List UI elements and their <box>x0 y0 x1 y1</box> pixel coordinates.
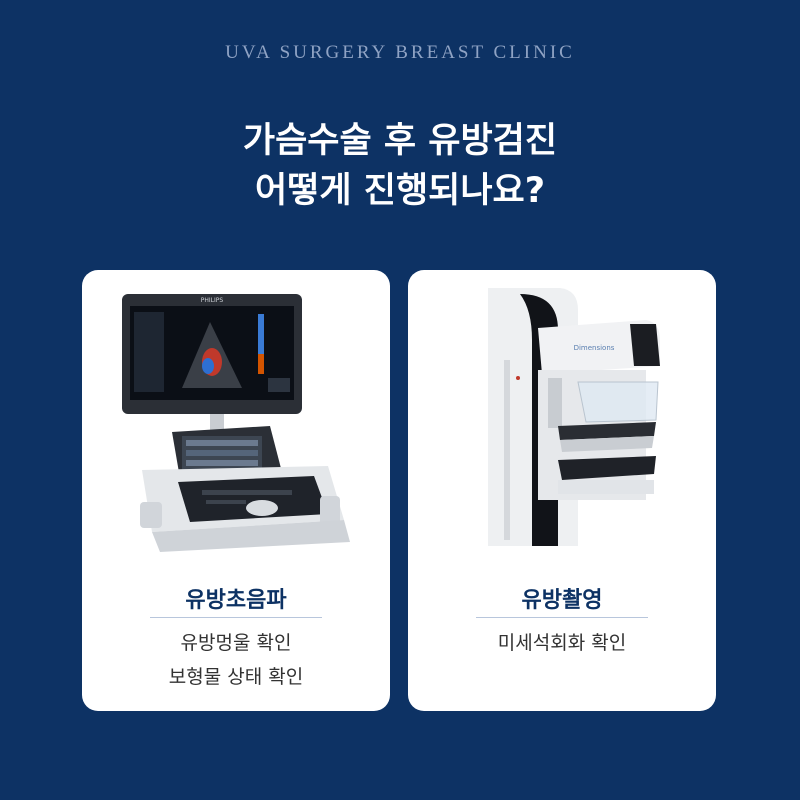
device-brand-label: Dimensions <box>574 344 615 352</box>
card-title: 유방초음파 <box>185 588 287 613</box>
card-description: 미세석회화 확인 <box>408 626 716 660</box>
desc-line: 미세석회화 확인 <box>497 632 627 654</box>
desc-line: 보형물 상태 확인 <box>168 666 304 688</box>
device-brand-label: PHILIPS <box>201 297 224 304</box>
desc-line: 유방멍울 확인 <box>180 632 292 654</box>
title-line-2: 어떻게 진행되나요? <box>254 171 546 211</box>
card-description: 유방멍울 확인 보형물 상태 확인 <box>82 626 390 694</box>
clinic-name: UVA SURGERY BREAST CLINIC <box>225 42 575 63</box>
card-divider <box>476 617 648 618</box>
card-title: 유방촬영 <box>521 588 603 613</box>
title-line-1: 가슴수술 후 유방검진 <box>242 121 558 161</box>
mammography-card: Dimensions 유방촬영 미세석회화 확인 <box>408 270 716 711</box>
card-divider <box>150 617 322 618</box>
ultrasound-card: PHILIPS 유방초음파 유방멍울 확인 보형물 상태 확인 <box>82 270 390 711</box>
page-title: 가슴수술 후 유방검진 어떻게 진행되나요? <box>0 116 800 216</box>
ultrasound-machine-image: PHILIPS <box>122 294 350 552</box>
mammography-machine-image: Dimensions <box>488 288 660 546</box>
